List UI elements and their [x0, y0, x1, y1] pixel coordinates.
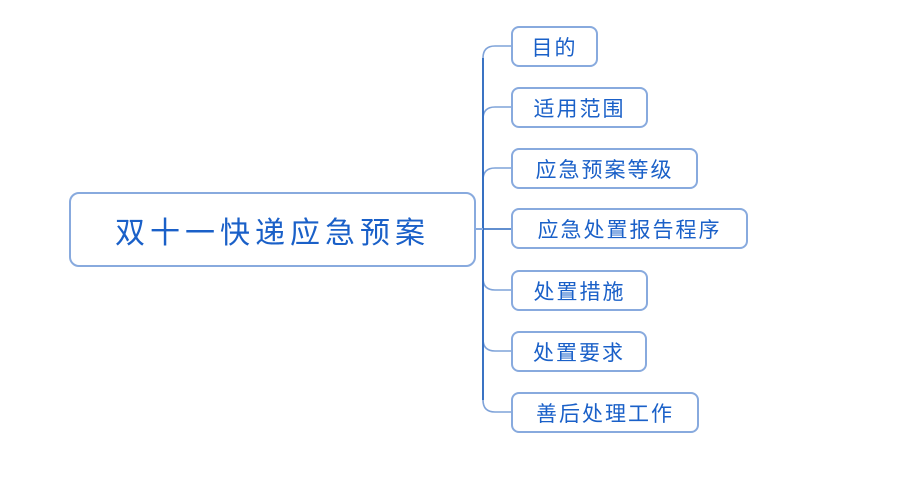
child-node-label: 处置要求 [533, 340, 625, 365]
child-node-label: 处置措施 [533, 279, 626, 304]
child-node-scope[interactable]: 适用范围 [511, 87, 648, 128]
child-node-purpose[interactable]: 目的 [511, 26, 598, 67]
root-node-label: 双十一快递应急预案 [115, 216, 430, 250]
child-node-report-procedure[interactable]: 应急处置报告程序 [511, 208, 748, 249]
branch-to-child-6 [482, 229, 511, 413]
child-node-handling-measures[interactable]: 处置措施 [511, 270, 648, 311]
child-node-label: 适用范围 [533, 96, 626, 121]
child-node-aftermath-work[interactable]: 善后处理工作 [511, 392, 699, 433]
child-node-label: 应急处置报告程序 [537, 217, 722, 242]
branch-to-child-0 [482, 45, 511, 229]
branch-to-child-2 [482, 167, 511, 229]
branch-to-child-4 [482, 229, 511, 291]
child-node-handling-requirements[interactable]: 处置要求 [511, 331, 647, 372]
child-node-label: 目的 [531, 35, 578, 60]
root-node[interactable]: 双十一快递应急预案 [69, 192, 476, 267]
child-node-label: 善后处理工作 [536, 401, 674, 426]
child-node-label: 应急预案等级 [535, 157, 674, 182]
child-node-plan-level[interactable]: 应急预案等级 [511, 148, 698, 189]
